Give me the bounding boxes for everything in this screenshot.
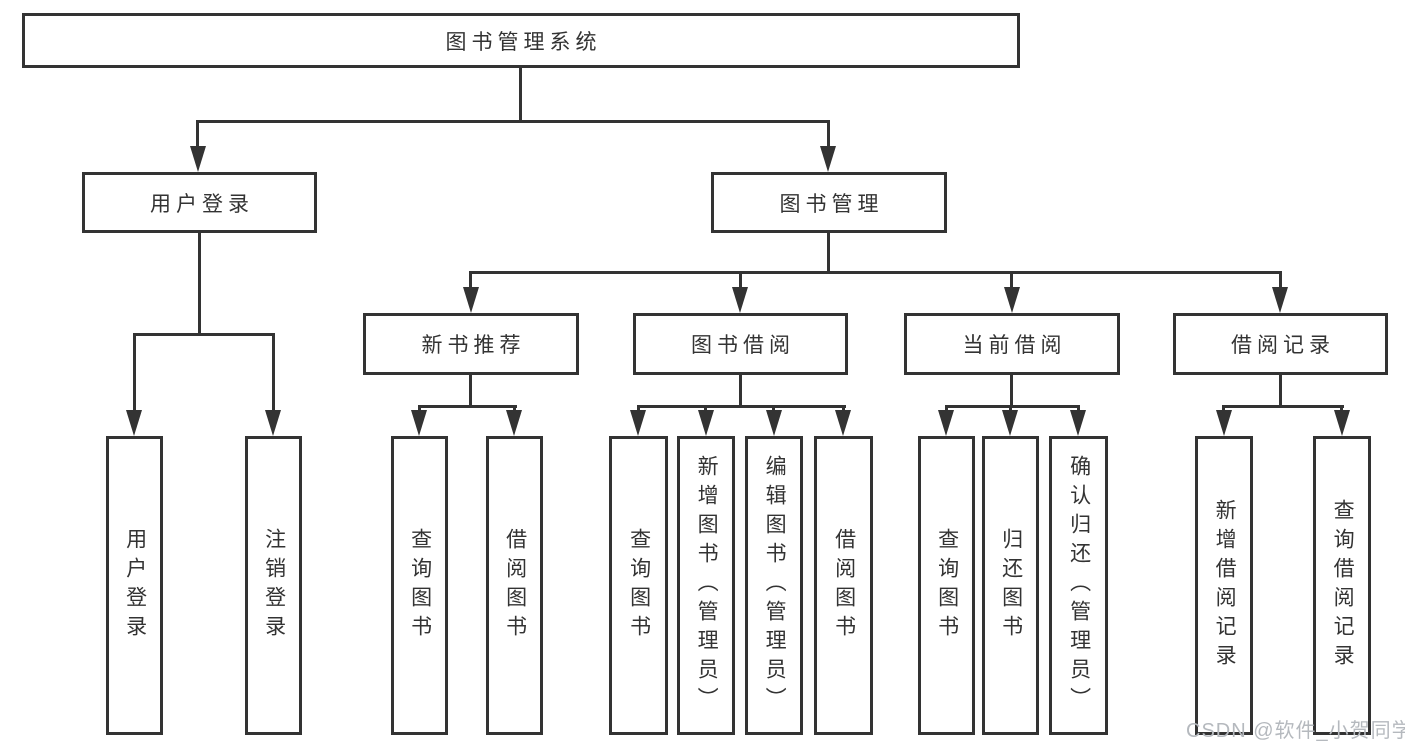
node-label: 归还图书 xyxy=(999,527,1023,644)
connector-line xyxy=(469,375,472,407)
leaf-query-borrow-record: 查询借阅记录 xyxy=(1313,436,1371,735)
node-book-management: 图书管理 xyxy=(711,172,947,233)
connector-line xyxy=(1279,375,1282,407)
connector-line xyxy=(739,271,742,289)
leaf-add-book-admin: 新增图书（管理员） xyxy=(677,436,735,735)
arrow-head xyxy=(506,410,522,436)
node-user-login: 用户登录 xyxy=(82,172,317,233)
node-label: 借阅图书 xyxy=(503,527,527,644)
arrow-head xyxy=(1334,410,1350,436)
connector-line xyxy=(469,271,1282,274)
connector-line xyxy=(133,333,136,411)
arrow-head xyxy=(766,410,782,436)
connector-line xyxy=(1009,405,1012,413)
connector-line xyxy=(469,271,472,289)
leaf-query-books-current: 查询图书 xyxy=(918,436,975,735)
arrow-head xyxy=(411,410,427,436)
connector-line xyxy=(1010,271,1013,289)
arrow-head xyxy=(938,410,954,436)
csdn-watermark: CSDN @软件_小贺同学 xyxy=(1186,720,1405,742)
node-label: 编辑图书（管理员） xyxy=(763,455,787,716)
node-label: 查询借阅记录 xyxy=(1331,498,1355,673)
arrow-head xyxy=(1272,287,1288,313)
connector-line xyxy=(637,405,846,408)
arrow-head xyxy=(820,146,836,172)
arrow-head xyxy=(698,410,714,436)
leaf-edit-book-admin: 编辑图书（管理员） xyxy=(745,436,803,735)
connector-line xyxy=(945,405,1080,408)
node-label: 查询图书 xyxy=(627,527,651,644)
node-label: 图书借阅 xyxy=(691,334,795,357)
connector-line xyxy=(772,405,775,413)
connector-line xyxy=(198,233,201,335)
node-label: 新增借阅记录 xyxy=(1213,498,1237,673)
connector-line xyxy=(196,120,830,123)
connector-line xyxy=(418,405,421,413)
leaf-query-books-recommend: 查询图书 xyxy=(391,436,448,735)
connector-line xyxy=(945,405,948,413)
connector-line xyxy=(704,405,707,413)
connector-line xyxy=(1222,405,1225,413)
arrow-head xyxy=(190,146,206,172)
node-label: 借阅图书 xyxy=(832,527,856,644)
node-label: 确认归还（管理员） xyxy=(1067,455,1091,716)
arrow-head xyxy=(126,410,142,436)
connector-line xyxy=(519,68,522,123)
node-label: 图书管理系统 xyxy=(445,30,602,54)
node-label: 用户登录 xyxy=(123,527,147,644)
leaf-confirm-return-admin: 确认归还（管理员） xyxy=(1049,436,1108,735)
connector-line xyxy=(1279,271,1282,289)
node-label: 用户登录 xyxy=(150,192,254,216)
arrow-head xyxy=(630,410,646,436)
connector-line xyxy=(1010,375,1013,407)
arrow-head xyxy=(835,410,851,436)
arrow-head xyxy=(1004,287,1020,313)
connector-line xyxy=(827,233,830,273)
connector-line xyxy=(513,405,516,413)
leaf-return-book: 归还图书 xyxy=(982,436,1039,735)
leaf-add-borrow-record: 新增借阅记录 xyxy=(1195,436,1253,735)
connector-line xyxy=(133,333,275,336)
node-book-borrow: 图书借阅 xyxy=(633,313,848,375)
connector-line xyxy=(1077,405,1080,413)
connector-line xyxy=(842,405,845,413)
arrow-head xyxy=(463,287,479,313)
leaf-query-books-borrow: 查询图书 xyxy=(609,436,668,735)
node-label: 新增图书（管理员） xyxy=(695,455,719,716)
connector-line xyxy=(637,405,640,413)
node-current-borrow: 当前借阅 xyxy=(904,313,1120,375)
arrow-head xyxy=(265,410,281,436)
connector-line xyxy=(196,120,199,148)
connector-line xyxy=(827,120,830,148)
connector-line xyxy=(739,375,742,407)
node-new-book-recommend: 新书推荐 xyxy=(363,313,579,375)
leaf-logout-login: 注销登录 xyxy=(245,436,302,735)
arrow-head xyxy=(1070,410,1086,436)
node-borrow-records: 借阅记录 xyxy=(1173,313,1388,375)
leaf-borrow-books-recommend: 借阅图书 xyxy=(486,436,543,735)
node-label: 查询图书 xyxy=(935,527,959,644)
node-label: 查询图书 xyxy=(408,527,432,644)
leaf-user-login: 用户登录 xyxy=(106,436,163,735)
node-label: 新书推荐 xyxy=(421,334,526,357)
arrow-head xyxy=(1002,410,1018,436)
node-library-system: 图书管理系统 xyxy=(22,13,1020,68)
arrow-head xyxy=(732,287,748,313)
node-label: 图书管理 xyxy=(779,192,884,216)
connector-line xyxy=(1222,405,1344,408)
connector-line xyxy=(272,333,275,411)
node-label: 注销登录 xyxy=(262,527,286,644)
leaf-borrow-books: 借阅图书 xyxy=(814,436,873,735)
connector-line xyxy=(418,405,517,408)
connector-line xyxy=(1340,405,1343,413)
arrow-head xyxy=(1216,410,1232,436)
node-label: 借阅记录 xyxy=(1231,334,1335,357)
node-label: 当前借阅 xyxy=(962,334,1067,357)
